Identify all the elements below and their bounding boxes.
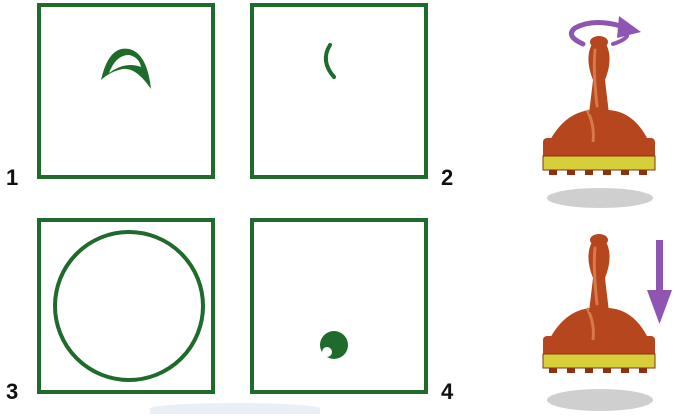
small-arc-shape <box>254 7 424 175</box>
panel-1 <box>37 3 215 179</box>
down-arrow-icon <box>647 240 672 324</box>
panel-2 <box>250 3 428 179</box>
stamp-rotate <box>535 10 675 210</box>
dot-shape <box>254 222 424 390</box>
crescent-shape <box>41 7 211 175</box>
panel-number-1: 1 <box>6 167 18 189</box>
panel-4 <box>250 218 428 394</box>
panel-number-2: 2 <box>441 167 453 189</box>
stamp-shadow <box>547 389 653 411</box>
panel-3 <box>37 218 215 394</box>
stamp-press <box>535 218 675 418</box>
stamp-shadow <box>547 188 653 208</box>
panel-number-4: 4 <box>441 381 453 403</box>
panel-number-3: 3 <box>6 381 18 403</box>
circle-shape <box>41 222 211 390</box>
bottom-decoration <box>150 403 320 414</box>
